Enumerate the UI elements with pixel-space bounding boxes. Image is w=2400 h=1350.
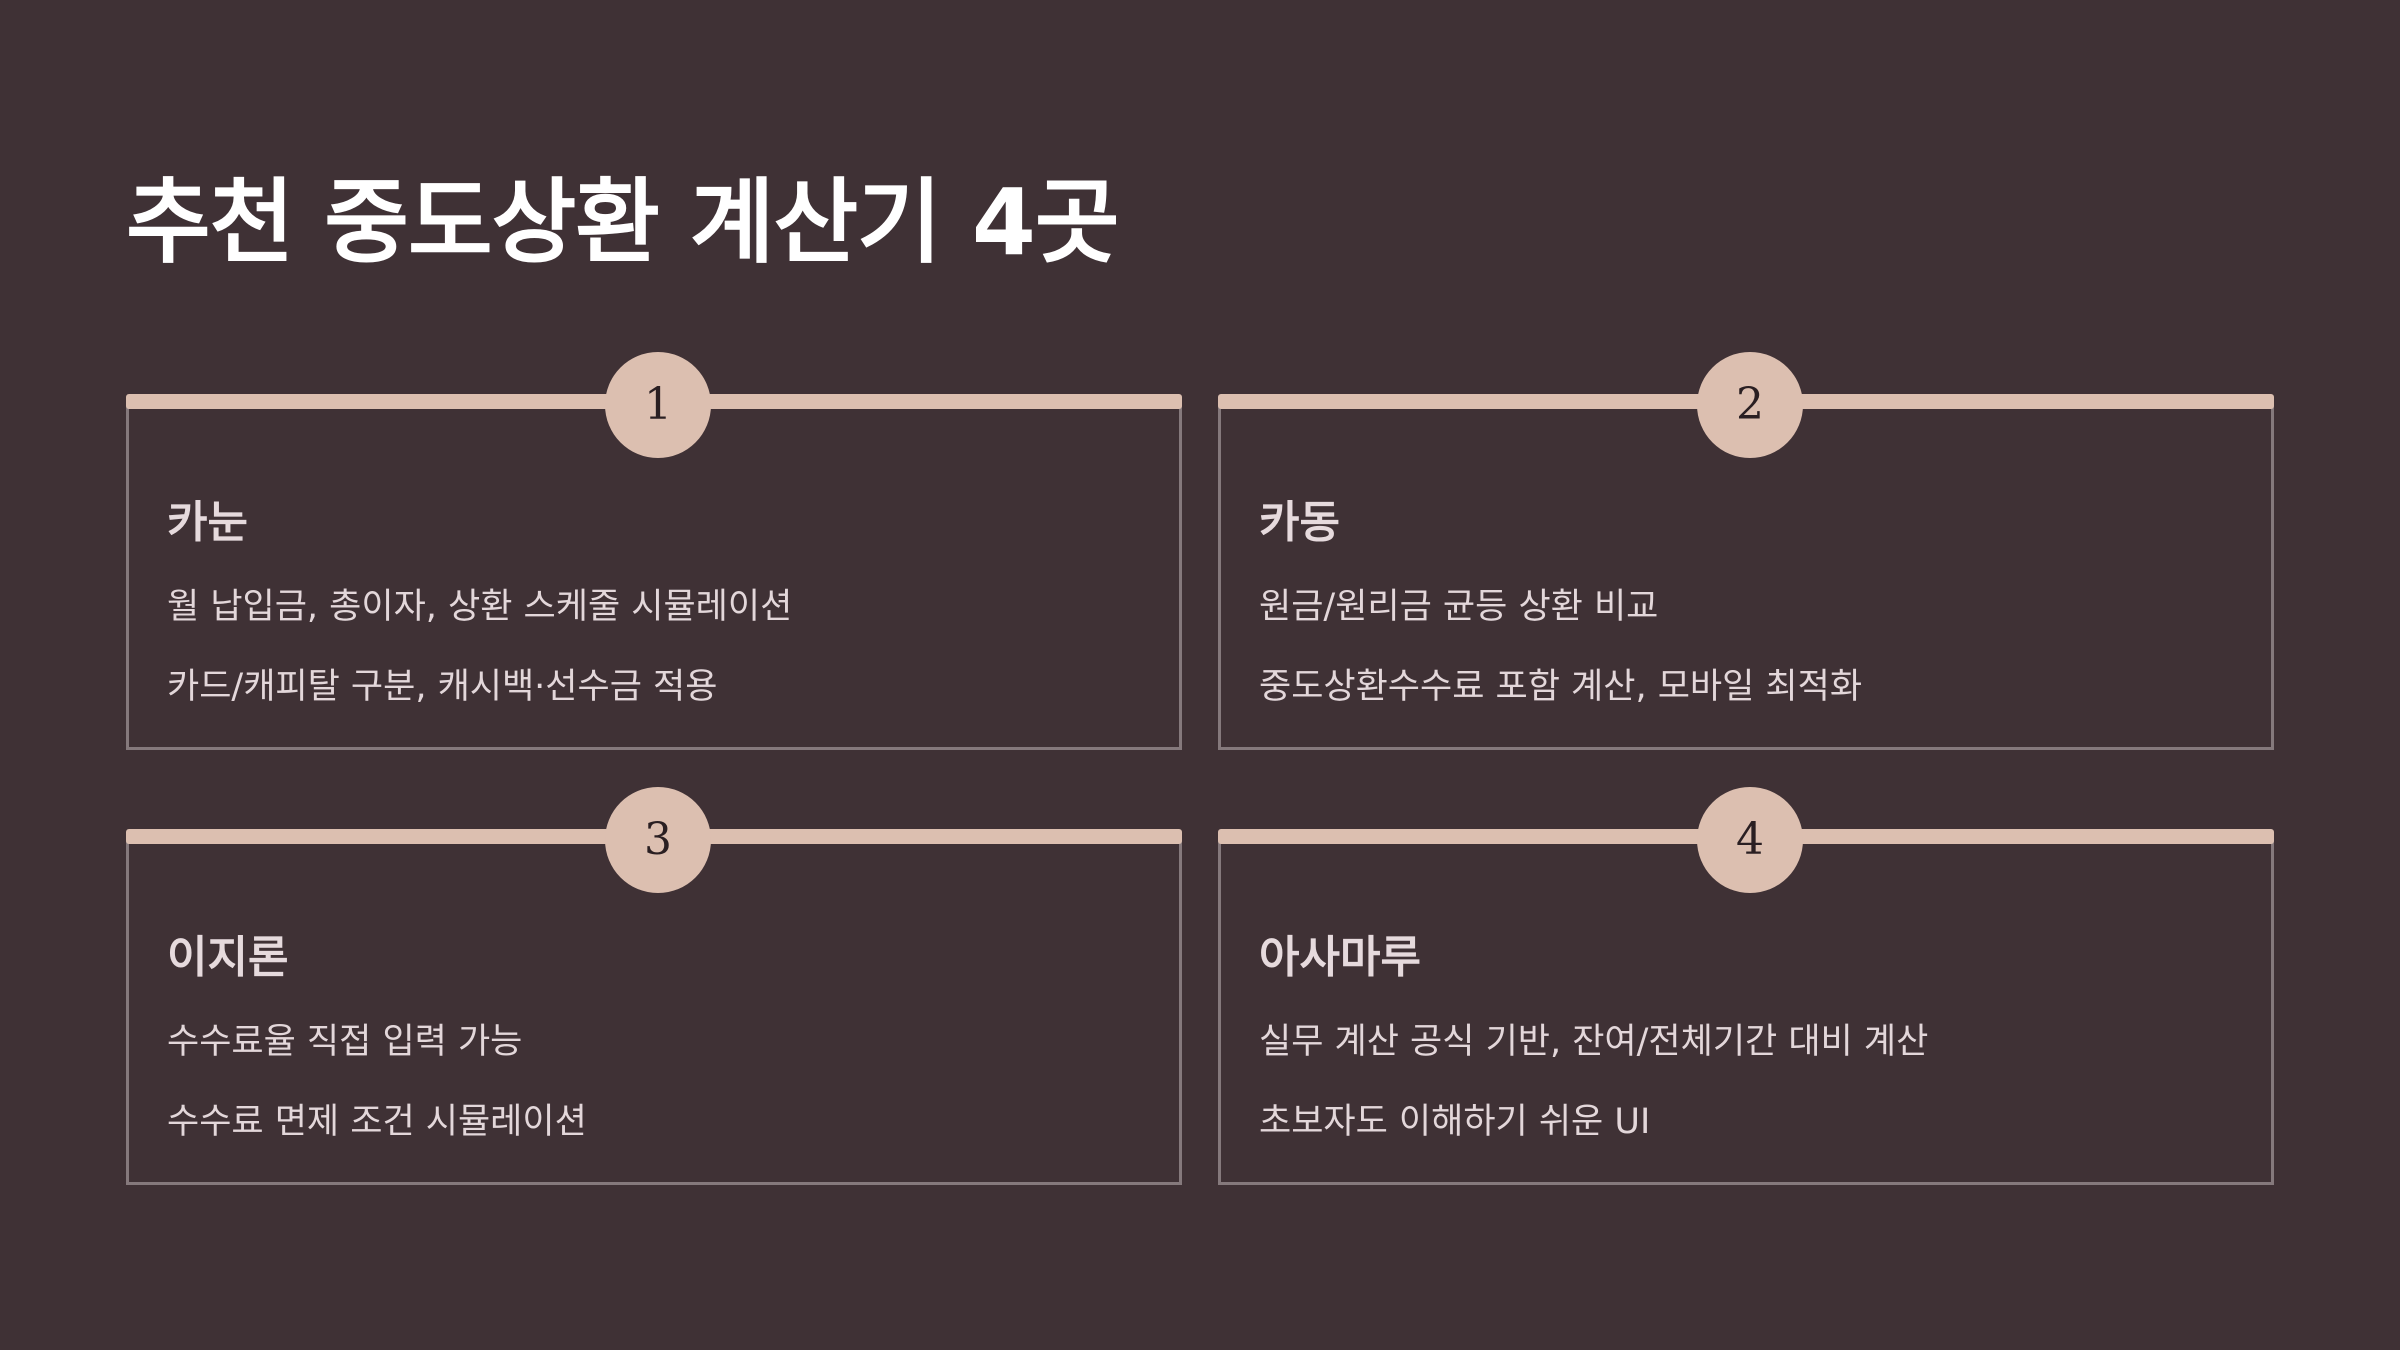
page-title: 추천 중도상환 계산기 4곳 [126, 169, 1120, 276]
number-badge: 1 [605, 352, 711, 458]
card-description: 초보자도 이해하기 쉬운 UI [1259, 1102, 1651, 1142]
number-badge: 3 [605, 787, 711, 893]
card-description: 수수료 면제 조건 시뮬레이션 [167, 1102, 587, 1142]
calculator-card-2: 2 카동 원금/원리금 균등 상환 비교 중도상환수수료 포함 계산, 모바일 … [1218, 352, 2274, 750]
card-title: 카눈 [167, 497, 248, 548]
card-title: 이지론 [167, 932, 289, 983]
card-description: 카드/캐피탈 구분, 캐시백·선수금 적용 [167, 667, 718, 707]
card-description: 중도상환수수료 포함 계산, 모바일 최적화 [1259, 667, 1863, 707]
calculator-card-1: 1 카눈 월 납입금, 총이자, 상환 스케줄 시뮬레이션 카드/캐피탈 구분,… [126, 352, 1182, 750]
card-description: 원금/원리금 균등 상환 비교 [1259, 587, 1659, 627]
card-title: 아사마루 [1259, 932, 1421, 983]
calculator-card-3: 3 이지론 수수료율 직접 입력 가능 수수료 면제 조건 시뮬레이션 [126, 787, 1182, 1185]
card-title: 카동 [1259, 497, 1340, 548]
number-badge: 2 [1697, 352, 1803, 458]
card-description: 수수료율 직접 입력 가능 [167, 1022, 523, 1062]
card-description: 실무 계산 공식 기반, 잔여/전체기간 대비 계산 [1259, 1022, 1929, 1062]
calculator-card-4: 4 아사마루 실무 계산 공식 기반, 잔여/전체기간 대비 계산 초보자도 이… [1218, 787, 2274, 1185]
number-badge: 4 [1697, 787, 1803, 893]
card-description: 월 납입금, 총이자, 상환 스케줄 시뮬레이션 [167, 587, 793, 627]
